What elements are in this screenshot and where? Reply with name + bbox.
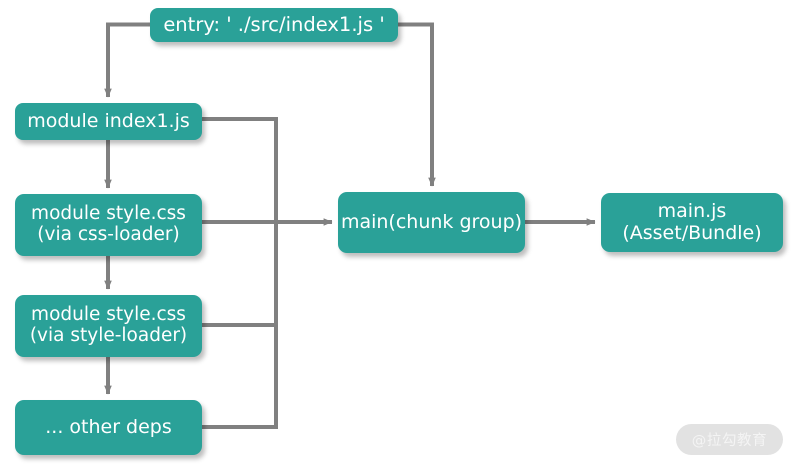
node-module-style-loader[interactable]: module style.css (via style-loader) bbox=[15, 295, 202, 357]
node-module-style-loader-line2: (via style-loader) bbox=[29, 325, 188, 346]
node-module-index-label: module index1.js bbox=[27, 109, 190, 132]
node-other-deps-label: ... other deps bbox=[45, 415, 172, 438]
node-chunk-group-label: main(chunk group) bbox=[340, 210, 523, 233]
node-bundle-line1: main.js bbox=[657, 200, 727, 223]
node-module-style-loader-line1: module style.css bbox=[31, 304, 186, 326]
node-bundle[interactable]: main.js (Asset/Bundle) bbox=[601, 193, 783, 252]
node-module-css-loader[interactable]: module style.css (via css-loader) bbox=[15, 194, 202, 256]
node-module-css-loader-line1: module style.css bbox=[31, 203, 186, 225]
node-module-index[interactable]: module index1.js bbox=[15, 103, 202, 140]
edge-other-deps-to-chunk-group bbox=[202, 222, 278, 429]
node-bundle-line2: (Asset/Bundle) bbox=[622, 221, 762, 244]
node-module-css-loader-line2: (via css-loader) bbox=[37, 224, 180, 245]
node-entry-label: entry: ' ./src/index1.js ' bbox=[163, 13, 385, 37]
edge-entry-to-module-index bbox=[104, 22, 150, 98]
node-chunk-group[interactable]: main(chunk group) bbox=[338, 192, 525, 253]
edge-module-index-to-chunk-group bbox=[202, 117, 278, 222]
watermark-badge: @拉勾教育 bbox=[676, 424, 783, 455]
node-other-deps[interactable]: ... other deps bbox=[15, 400, 202, 455]
node-entry[interactable]: entry: ' ./src/index1.js ' bbox=[150, 8, 398, 42]
edge-entry-to-chunk-group bbox=[398, 22, 436, 187]
watermark-label: @拉勾教育 bbox=[691, 433, 768, 449]
